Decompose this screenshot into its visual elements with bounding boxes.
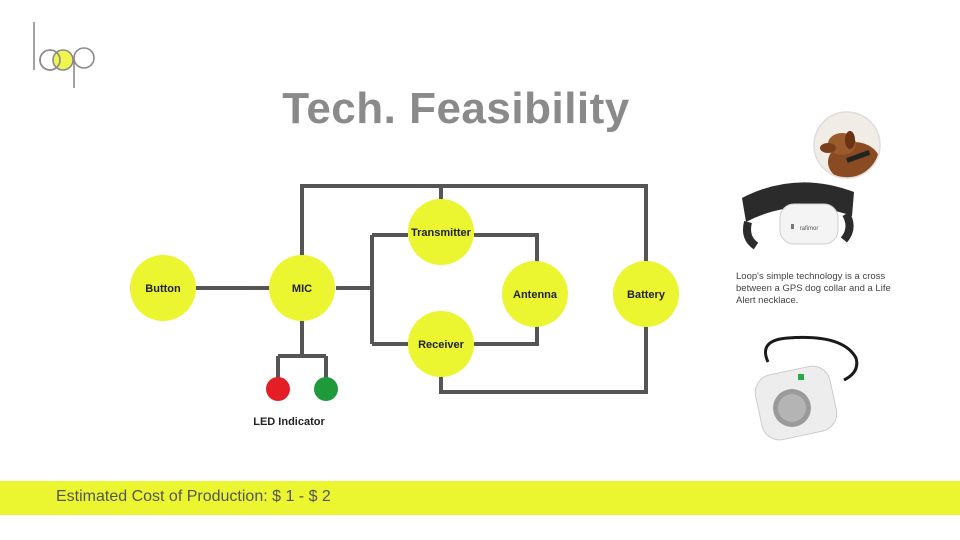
node-mic: MIC	[269, 255, 335, 321]
circuit-wires	[196, 184, 648, 394]
cost-banner: Estimated Cost of Production: $ 1 - $ 2	[0, 481, 960, 515]
gps-collar-image: rafimor	[742, 182, 854, 250]
node-transmitter-label: Transmitter	[411, 227, 472, 239]
dog-photo	[813, 111, 881, 179]
loop-logo	[33, 22, 95, 88]
node-transmitter: Transmitter	[408, 199, 474, 265]
node-button: Button	[130, 255, 196, 321]
node-receiver: Receiver	[408, 311, 474, 377]
led-indicator-label: LED Indicator	[253, 416, 325, 428]
node-button-label: Button	[145, 283, 181, 295]
node-battery-label: Battery	[627, 289, 666, 301]
node-antenna: Antenna	[502, 261, 568, 327]
node-battery: Battery	[613, 261, 679, 327]
collar-brand: rafimor	[800, 226, 819, 232]
node-mic-label: MIC	[292, 283, 312, 295]
node-receiver-label: Receiver	[418, 339, 465, 351]
cost-text: Estimated Cost of Production: $ 1 - $ 2	[56, 488, 331, 505]
led-green	[314, 377, 338, 401]
life-alert-pendant-image	[754, 335, 859, 441]
product-caption: Loop's simple technology is a cross betw…	[736, 271, 891, 306]
page-title: Tech. Feasibility	[282, 84, 630, 133]
led-red	[266, 377, 290, 401]
node-antenna-label: Antenna	[513, 289, 558, 301]
